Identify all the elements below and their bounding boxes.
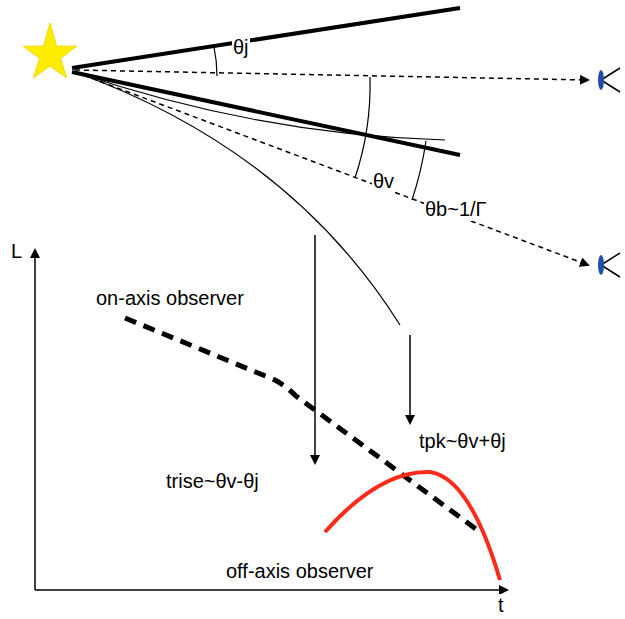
angle-arc [412, 141, 426, 200]
angle-arc [355, 77, 370, 178]
beam-edge [75, 72, 400, 325]
angle-label: θv [372, 170, 395, 193]
curve-label: on-axis observer [95, 287, 245, 310]
axis-label: L [10, 240, 23, 263]
line-of-sight [75, 70, 588, 80]
beam-edge [75, 72, 445, 140]
eye-lens [598, 70, 604, 90]
curve-label: off-axis observer [225, 560, 374, 583]
x-axis [35, 589, 507, 591]
axis-label: t [497, 594, 505, 617]
angle-label: θb~1/Γ [424, 198, 488, 221]
angle-label: θj [232, 36, 250, 59]
jet-edge [72, 8, 460, 68]
jet-edge [72, 72, 460, 155]
on-axis-curve [125, 318, 480, 532]
time-label: tpk~θv+θj [418, 430, 507, 453]
pointer-arrow [409, 335, 411, 423]
y-axis [34, 250, 36, 590]
star [23, 23, 76, 78]
angle-arc [214, 47, 217, 76]
eye-lens [598, 255, 604, 275]
time-label: trise~θv-θj [165, 470, 260, 493]
pointer-arrow [314, 235, 316, 463]
